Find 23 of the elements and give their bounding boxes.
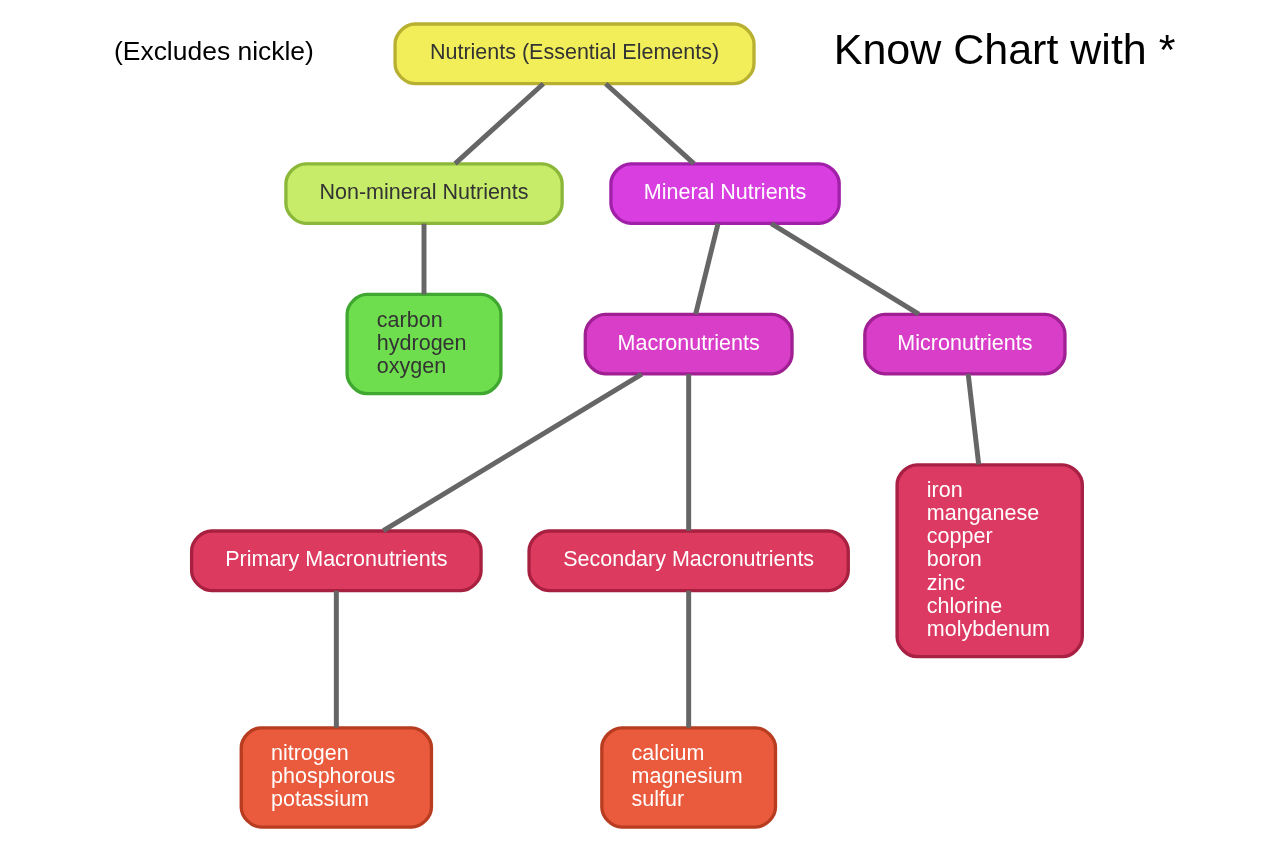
connector xyxy=(421,223,427,295)
connector xyxy=(693,223,721,315)
node-box: iron manganese copper boron zinc chlorine molybdenum xyxy=(895,463,1084,659)
node-box: Macronutrients xyxy=(583,312,794,376)
node-box: calcium magnesium sulfur xyxy=(600,726,778,829)
node-box: nitrogen phosphorous potassium xyxy=(239,726,434,829)
label: Know Chart with * xyxy=(833,25,1176,74)
connector xyxy=(604,81,696,166)
node-box: Nutrients (Essential Elements) xyxy=(393,22,756,86)
connector xyxy=(965,373,982,465)
connector xyxy=(333,590,339,728)
connector xyxy=(770,221,921,317)
node-box: Secondary Macronutrients xyxy=(527,529,850,593)
connector xyxy=(686,590,692,728)
node-box: Micronutrients xyxy=(863,312,1067,376)
node-box: carbon hydrogen oxygen xyxy=(345,292,503,396)
connector xyxy=(382,371,644,533)
node-box: Mineral Nutrients xyxy=(609,162,841,225)
label: (Excludes nickle) xyxy=(113,36,314,67)
node-box: Non-mineral Nutrients xyxy=(284,162,564,225)
connector xyxy=(686,374,692,531)
connector xyxy=(453,81,545,166)
node-box: Primary Macronutrients xyxy=(189,529,483,593)
